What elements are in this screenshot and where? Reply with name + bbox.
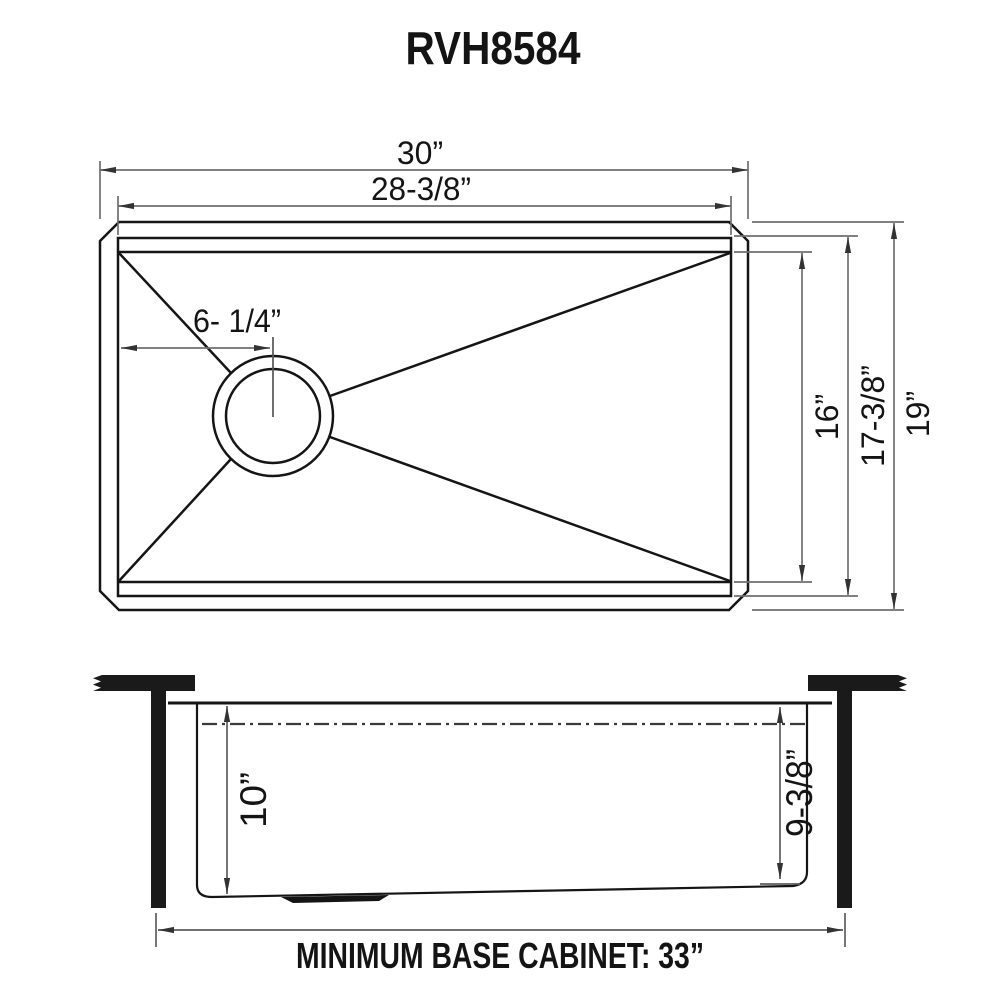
bowl-profile: [195, 703, 809, 899]
dim-overall-depth-label: 19”: [900, 391, 936, 437]
dim-floor-depth-label: 16”: [809, 394, 845, 440]
dim-drain-offset-label: 6- 1/4”: [193, 303, 281, 339]
countertop-right: [808, 675, 907, 691]
slope-line-top-left: [118, 252, 232, 374]
dim-depth-left-label: 10”: [233, 772, 274, 828]
side-view: [93, 675, 907, 908]
slope-line-bottom-right: [329, 435, 731, 583]
countertop-left: [93, 675, 195, 691]
dim-bowl-depth-label: 17-3/8”: [855, 365, 891, 467]
slope-line-bottom-left: [118, 458, 232, 582]
product-title: RVH8584: [406, 22, 581, 74]
base-cabinet-note: MINIMUM BASE CABINET: 33”: [296, 935, 704, 976]
drain-recess: [281, 895, 389, 903]
dim-overall-width-label: 30”: [397, 135, 443, 171]
cabinet-wall-left: [151, 691, 166, 908]
side-view-dimensions: [155, 706, 846, 947]
dim-bowl-width-label: 28-3/8”: [371, 171, 471, 207]
sink-outer-rim: [98, 220, 750, 612]
sink-bowl-opening: [116, 236, 733, 598]
cabinet-wall-right: [837, 691, 852, 908]
top-view-dimensions: [99, 161, 904, 611]
slope-line-top-right: [329, 251, 731, 398]
dim-depth-right-label: 9-3/8”: [779, 749, 820, 837]
top-view: [98, 220, 750, 612]
